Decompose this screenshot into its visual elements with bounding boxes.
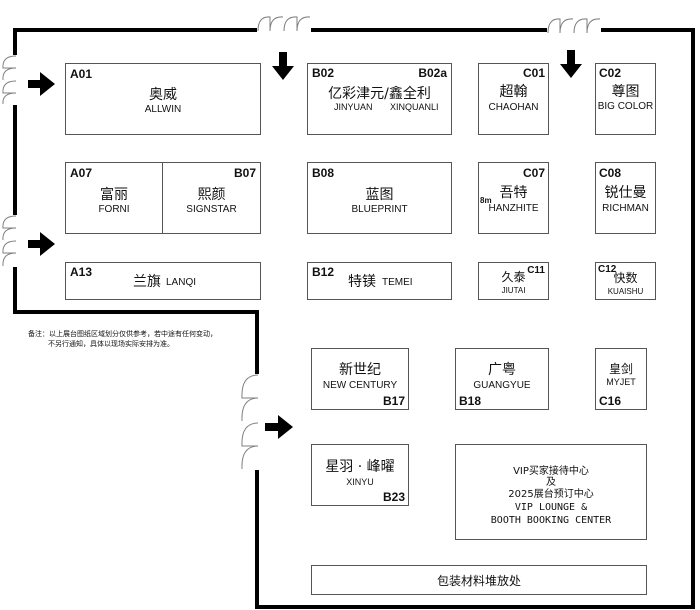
booth-code: B08 (312, 166, 335, 180)
booth-code: B02 (312, 66, 335, 80)
booth-name-en: NEW CENTURY (322, 380, 398, 391)
vip-lounge-line: 及 (546, 477, 556, 488)
booth-name-zh: 蓝图 (365, 187, 394, 203)
booth-name-zh: 兰旗 (133, 274, 161, 290)
arrow-icon (265, 415, 293, 439)
door-left-upper (2, 55, 17, 105)
booth-name-en: HANZHITE (488, 203, 539, 214)
booth-b23[interactable]: 星羽 · 峰曜 XINYU B23 (311, 444, 409, 506)
hall-wall (13, 28, 695, 609)
booth-c02[interactable]: C02 尊图 BIG COLOR (595, 63, 656, 135)
booth-name-en: BIG COLOR (597, 101, 654, 112)
booth-name-zh: 皇剑 (608, 362, 633, 376)
booth-code: C07 (522, 166, 545, 180)
booth-code: C12 (598, 264, 617, 275)
booth-code: B07 (233, 166, 256, 180)
booth-code: C01 (522, 66, 545, 80)
vip-lounge-line: VIP买家接待中心 (513, 466, 589, 477)
vip-lounge-line: 2025展台预订中心 (508, 489, 594, 500)
booth-c07[interactable]: C07 8m 吾特 HANZHITE (478, 162, 549, 234)
booth-b12[interactable]: B12 特镁 TEMEI (307, 262, 452, 300)
booth-name-en: CHAOHAN (488, 102, 539, 113)
booth-c12[interactable]: C12 快数 KUAISHU (595, 262, 656, 300)
booth-name-zh: 锐仕曼 (604, 185, 647, 201)
disclaimer-note: 备注：以上展台图纸区域划分仅供参考，若中途有任何变动， 不另行通知，具体以现场实… (28, 329, 217, 349)
booth-name-en: FORNI (98, 204, 130, 215)
booth-code: C11 (527, 265, 545, 276)
booth-name-zh: 奥威 (149, 87, 177, 103)
booth-name-en: XINYU (346, 477, 374, 487)
booth-c11[interactable]: C11 久泰 JIUTAI (478, 262, 549, 300)
booth-name-zh: 熙颜 (197, 187, 226, 203)
booth-b18[interactable]: 广粤 GUANGYUE B18 (455, 348, 549, 410)
booth-c16[interactable]: 皇剑 MYJET C16 (595, 348, 647, 410)
storage-label: 包装材料堆放处 (436, 574, 521, 588)
booth-code: A07 (70, 166, 93, 180)
vip-lounge-line: BOOTH BOOKING CENTER (490, 515, 612, 526)
packaging-storage-area[interactable]: 包装材料堆放处 (311, 565, 647, 595)
booth-code: A13 (70, 265, 93, 279)
booth-name-zh: 超翰 (499, 84, 528, 100)
booth-name-zh: 尊图 (611, 84, 640, 100)
booth-c01[interactable]: C01 超翰 CHAOHAN (478, 63, 549, 135)
booth-name-en: ALLWIN (144, 104, 182, 115)
booth-code: C16 (599, 394, 622, 408)
booth-name-en: JINYUAN (334, 102, 373, 112)
booth-code: B17 (382, 394, 405, 408)
booth-a01[interactable]: A01 奥威 ALLWIN (65, 63, 261, 135)
booth-name-zh: 快数 (613, 271, 638, 285)
booth-a07[interactable]: A07 富丽 FORNI (65, 162, 163, 234)
booth-name-zh: 富丽 (100, 187, 128, 203)
arrow-icon (272, 52, 294, 80)
booth-code: C08 (599, 166, 622, 180)
door-left-lower (2, 215, 17, 267)
booth-name-zh: 星羽 · 峰曜 (325, 459, 395, 475)
disclaimer-line: 不另行通知，具体以现场实际安排为准。 (48, 340, 174, 348)
booth-name-en: JIUTAI (501, 286, 526, 295)
booth-name-zh: 广粤 (488, 362, 516, 378)
vip-lounge-line: VIP LOUNGE & (514, 502, 588, 513)
booth-code: B12 (312, 265, 335, 279)
booth-code-secondary: B02a (418, 66, 447, 80)
arrow-icon (28, 72, 55, 96)
booth-name-zh: 吾特 (499, 185, 528, 201)
booth-name-en: SIGNSTAR (186, 204, 237, 215)
booth-name-zh: 新世纪 (339, 362, 381, 378)
door-top-right (547, 18, 601, 34)
booth-name-en-secondary: XINQUANLI (390, 102, 439, 112)
booth-name-en: BLUEPRINT (351, 204, 408, 215)
booth-name-en: KUAISHU (607, 287, 644, 296)
door-top-left (257, 16, 311, 32)
booth-name-zh: 特镁 (348, 274, 376, 290)
booth-name-en: LANQI (166, 277, 197, 288)
booth-a13[interactable]: A13 兰旗 LANQI (65, 262, 261, 300)
booth-code: B18 (459, 394, 482, 408)
booth-name-zh: 亿彩津元/鑫全利 (328, 86, 431, 102)
booth-name-en: GUANGYUE (473, 380, 531, 391)
disclaimer-line: 备注：以上展台图纸区域划分仅供参考，若中途有任何变动， (28, 330, 217, 338)
arrow-icon (28, 232, 55, 256)
booth-code: B23 (382, 490, 405, 504)
booth-code: C02 (599, 66, 622, 80)
booth-name-zh: 久泰 (501, 270, 526, 284)
booth-b07[interactable]: B07 熙颜 SIGNSTAR (162, 162, 261, 234)
booth-name-en: RICHMAN (602, 203, 649, 214)
booth-b02[interactable]: B02 B02a 亿彩津元/鑫全利 JINYUAN XINQUANLI (307, 63, 452, 135)
measure-label: 8m (480, 196, 492, 205)
arrow-icon (560, 50, 582, 78)
booth-b17[interactable]: 新世纪 NEW CENTURY B17 (311, 348, 409, 410)
booth-b08[interactable]: B08 蓝图 BLUEPRINT (307, 162, 452, 234)
booth-c08[interactable]: C08 锐仕曼 RICHMAN (595, 162, 656, 234)
booth-name-en: TEMEI (382, 277, 413, 288)
booth-name-en: MYJET (606, 377, 636, 387)
booth-code: A01 (70, 67, 93, 81)
vip-lounge[interactable]: VIP买家接待中心 及 2025展台预订中心 VIP LOUNGE & BOOT… (455, 444, 647, 540)
vip-lounge-text: VIP买家接待中心 及 2025展台预订中心 VIP LOUNGE & BOOT… (456, 465, 646, 527)
door-lower-section (240, 374, 259, 470)
